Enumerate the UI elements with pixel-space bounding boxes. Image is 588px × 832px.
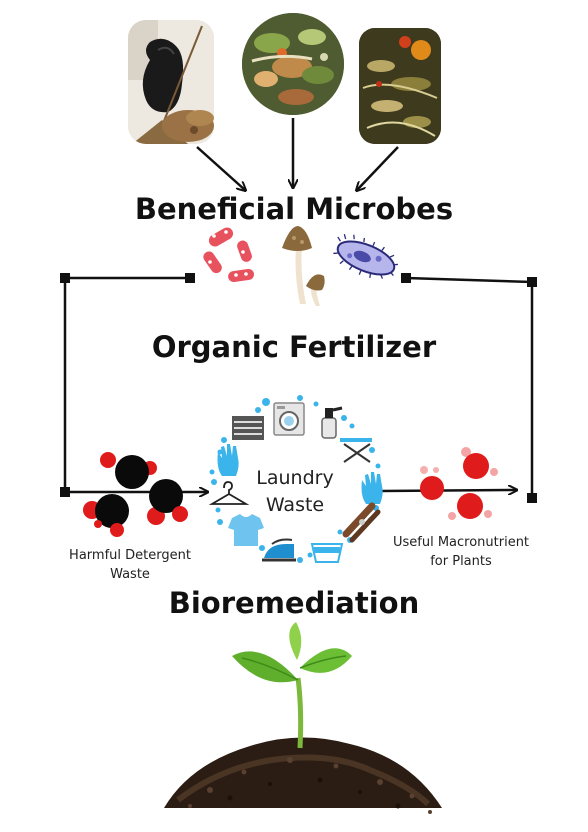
glove-icon [217, 444, 239, 476]
iron-icon [262, 538, 296, 562]
harmful-detergent-label: Harmful Detergent Waste [52, 546, 208, 584]
clothespin-icon [342, 502, 381, 543]
laundry-waste-label: Laundry Waste [244, 465, 346, 519]
wash-basin-icon [310, 543, 344, 563]
arrow-waste3-to-microbes [357, 146, 399, 190]
laundry-label-line1: Laundry [256, 467, 334, 489]
beneficial-microbes-heading: Beneficial Microbes [134, 192, 454, 226]
hanger-icon [208, 481, 250, 505]
arrow-laundry-to-useful [377, 490, 516, 491]
right-connector [401, 273, 537, 503]
harmful-label-line2: Waste [110, 567, 150, 582]
bioremediation-heading: Bioremediation [168, 586, 420, 620]
bacteria-icon [203, 227, 254, 283]
washing-machine-icon [273, 402, 305, 436]
organic-fertilizer-heading: Organic Fertilizer [151, 330, 437, 364]
laundry-basket-icon [232, 416, 264, 440]
tshirt-icon [228, 514, 264, 546]
soil-mound [164, 737, 442, 814]
harmful-molecule-icon [83, 452, 188, 537]
useful-macronutrient-label: Useful Macronutrient for Plants [378, 533, 544, 571]
harmful-label-line1: Harmful Detergent [69, 548, 191, 563]
drying-rack-icon [340, 438, 372, 463]
arrow-waste1-to-microbes [196, 146, 245, 190]
useful-label-line1: Useful Macronutrient [392, 535, 530, 550]
seedling-sprout [232, 622, 352, 749]
spray-bottle-icon [321, 406, 343, 439]
paramecium-icon [333, 233, 398, 279]
leaves-trash-photo [128, 20, 214, 144]
dry-organic-waste-photo [359, 28, 441, 144]
laundry-label-line2: Waste [265, 494, 325, 516]
glove-right-icon [361, 472, 383, 504]
food-scraps-photo [242, 13, 344, 115]
left-connector [60, 273, 207, 497]
mushroom-icon [282, 226, 325, 306]
useful-molecule-icon [420, 447, 498, 520]
useful-label-line2: for Plants [430, 554, 492, 569]
